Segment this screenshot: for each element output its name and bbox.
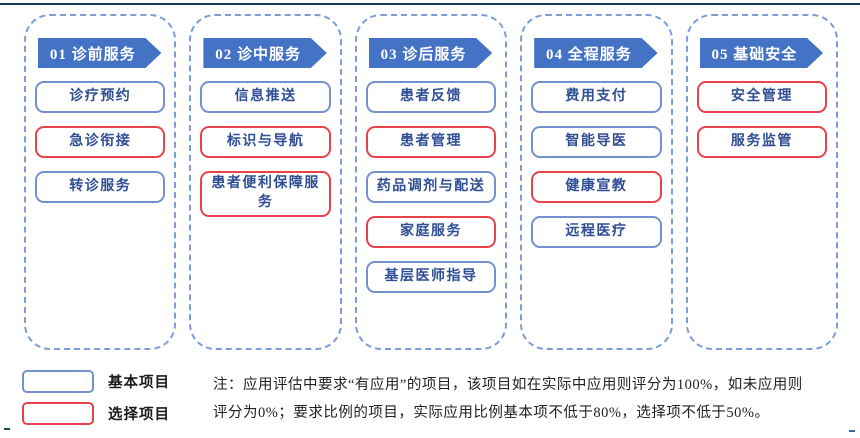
- service-item: 信息推送: [200, 81, 331, 113]
- service-item-label: 患者反馈: [400, 88, 463, 104]
- legend-label-basic: 基本项目: [108, 375, 170, 391]
- service-item: 患者反馈: [365, 81, 497, 113]
- stage-arrow-01: 01 诊前服务: [38, 38, 161, 68]
- service-item: 服务监管: [696, 126, 828, 158]
- service-item-label: 家庭服务: [400, 223, 463, 239]
- service-columns: 01 诊前服务 诊疗预约 急诊衔接 转诊服务 02 诊中服务 信息推送 标识与导…: [24, 14, 839, 350]
- legend-label-optional: 选择项目: [108, 407, 170, 423]
- stage-title: 01 诊前服务: [49, 46, 136, 63]
- service-item: 健康宣教: [531, 171, 662, 203]
- service-item: 药品调剂与配送: [365, 171, 497, 203]
- service-item: 安全管理: [696, 81, 828, 113]
- column-pre-diagnosis: 01 诊前服务 诊疗预约 急诊衔接 转诊服务: [24, 14, 177, 350]
- stage-arrow-03: 03 诊后服务: [369, 38, 492, 68]
- top-divider-line: [0, 3, 860, 5]
- service-item: 标识与导航: [200, 126, 331, 158]
- service-item-label: 患者管理: [400, 133, 463, 149]
- service-item: 智能导医: [531, 126, 662, 158]
- service-item-label: 健康宣教: [565, 178, 628, 194]
- legend-row-basic: 基本项目: [22, 370, 170, 393]
- service-item-label: 药品调剂与配送: [376, 178, 486, 194]
- service-item-label: 标识与导航: [226, 133, 305, 149]
- service-item-label: 诊疗预约: [69, 88, 132, 104]
- footnote-line-1: 注：应用评估中要求“有应用”的项目，该项目如在实际中应用则评分为100%，如未应…: [213, 377, 803, 393]
- service-item-label: 患者便利保障服务: [211, 176, 320, 210]
- page-artifact-dash-left: [4, 428, 10, 430]
- service-item: 急诊衔接: [35, 126, 166, 158]
- service-item: 诊疗预约: [35, 81, 166, 113]
- column-in-diagnosis: 02 诊中服务 信息推送 标识与导航 患者便利保障服务: [189, 14, 342, 350]
- stage-arrow-02: 02 诊中服务: [203, 38, 326, 68]
- column-whole-process: 04 全程服务 费用支付 智能导医 健康宣教 远程医疗: [520, 14, 673, 350]
- service-item-label: 智能导医: [565, 133, 628, 149]
- service-item-label: 转诊服务: [69, 178, 132, 194]
- column-post-diagnosis: 03 诊后服务 患者反馈 患者管理 药品调剂与配送 家庭服务 基层医师指导: [354, 14, 508, 350]
- legend: 基本项目 选择项目: [22, 370, 170, 425]
- service-item-label: 费用支付: [565, 88, 628, 104]
- stage-title: 03 诊后服务: [380, 46, 467, 63]
- service-item: 远程医疗: [531, 216, 662, 248]
- stage-arrow-04: 04 全程服务: [534, 38, 657, 68]
- service-item: 家庭服务: [365, 216, 497, 248]
- service-item-label: 远程医疗: [565, 223, 628, 239]
- service-item-label: 基层医师指导: [384, 268, 478, 284]
- stage-title: 02 诊中服务: [215, 46, 301, 63]
- service-item: 费用支付: [531, 81, 662, 113]
- service-item: 转诊服务: [35, 171, 166, 203]
- service-item: 患者管理: [365, 126, 497, 158]
- service-item-label: 急诊衔接: [69, 133, 132, 149]
- page-artifact-dash-right: [849, 430, 855, 432]
- service-item-label: 服务监管: [730, 133, 793, 149]
- service-item-label: 信息推送: [234, 88, 297, 104]
- legend-row-optional: 选择项目: [22, 402, 170, 425]
- footnote-line-2: 评分为0%；要求比例的项目，实际应用比例基本项不低于80%，选择项不低于50%。: [213, 405, 770, 421]
- footnote: 注：应用评估中要求“有应用”的项目，该项目如在实际中应用则评分为100%，如未应…: [213, 371, 853, 427]
- optional-item-swatch: [22, 402, 94, 425]
- stage-title: 04 全程服务: [546, 46, 632, 63]
- basic-item-swatch: [22, 370, 94, 393]
- service-item-label: 安全管理: [730, 88, 793, 104]
- stage-arrow-05: 05 基础安全: [700, 38, 823, 68]
- column-basic-security: 05 基础安全 安全管理 服务监管: [685, 14, 839, 350]
- service-item: 患者便利保障服务: [200, 171, 331, 217]
- service-item: 基层医师指导: [365, 261, 497, 293]
- stage-title: 05 基础安全: [711, 46, 798, 63]
